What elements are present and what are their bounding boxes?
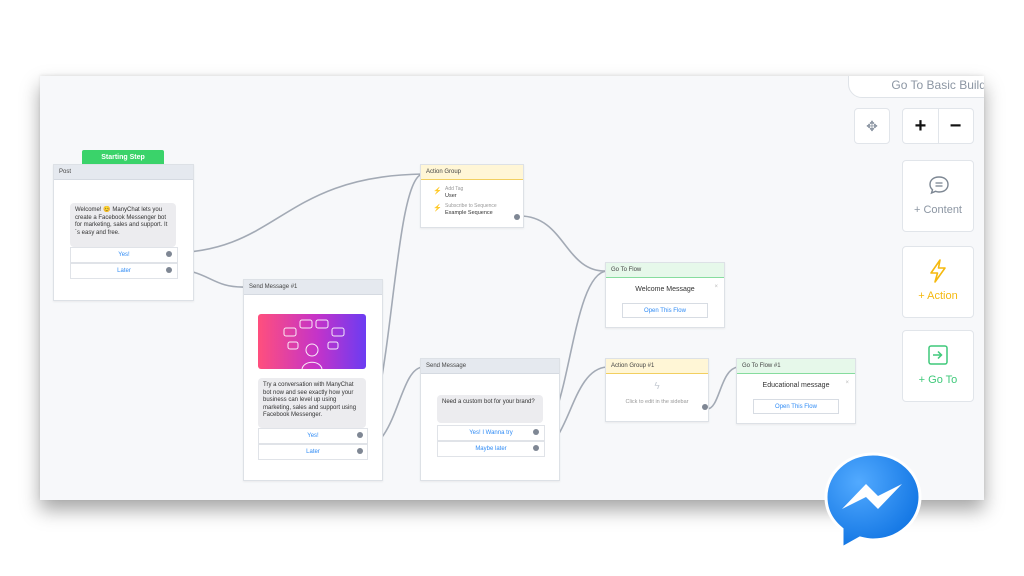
post-message-bubble: Welcome! 😊 ManyChat lets you create a Fa… xyxy=(70,203,176,247)
go-to-basic-builder-button[interactable]: Go To Basic Builder xyxy=(848,76,984,98)
post-yes-connector[interactable] xyxy=(166,251,172,257)
send-message-later-connector[interactable] xyxy=(533,445,539,451)
lightning-icon xyxy=(930,259,946,283)
cursor-mode-button[interactable]: ✥ xyxy=(854,108,890,144)
add-goto-button[interactable]: + Go To xyxy=(902,330,974,402)
starting-step-badge: Starting Step xyxy=(82,150,164,164)
action-group-1-connector[interactable] xyxy=(702,404,708,410)
send-message-node[interactable]: Send Message Need a custom bot for your … xyxy=(420,358,560,481)
post-node[interactable]: Post Welcome! 😊 ManyChat lets you create… xyxy=(53,164,194,301)
send-message-1-reply-yes[interactable]: Yes! xyxy=(258,428,368,444)
action-value: Example Sequence xyxy=(445,210,493,216)
add-action-label: + Action xyxy=(918,290,958,302)
action-label: Subscribe to Sequence xyxy=(445,203,497,209)
send-message-bubble: Need a custom bot for your brand? xyxy=(437,395,543,423)
add-content-label: + Content xyxy=(913,204,962,216)
action-group-1-node[interactable]: Action Group #1 ϟ Click to edit in the s… xyxy=(605,358,709,422)
sequence-icon: ⚡ xyxy=(433,205,442,212)
messenger-logo-icon xyxy=(824,452,922,551)
goto-icon xyxy=(928,345,948,365)
action-group-header: Action Group xyxy=(421,165,523,180)
send-message-1-node[interactable]: Send Message #1 Try a conversation with … xyxy=(243,279,383,481)
cursor-icon: ✥ xyxy=(866,117,878,134)
send-message-header: Send Message xyxy=(421,359,559,374)
zoom-controls: + − xyxy=(902,108,974,144)
open-this-flow-button[interactable]: Open This Flow xyxy=(622,303,708,318)
add-goto-label: + Go To xyxy=(918,374,958,386)
go-to-flow-1-node[interactable]: Go To Flow #1 Educational message × Open… xyxy=(736,358,856,424)
post-later-connector[interactable] xyxy=(166,267,172,273)
post-quick-reply-later[interactable]: Later xyxy=(70,263,178,279)
action-group-1-header: Action Group #1 xyxy=(606,359,708,374)
flow-canvas[interactable]: Go To Basic Builder Starting Step Post W… xyxy=(40,76,984,500)
action-group-node[interactable]: Action Group ⚡ Add Tag User ⚡ Subscribe … xyxy=(420,164,524,228)
go-to-flow-1-header: Go To Flow #1 xyxy=(737,359,855,374)
action-label: Add Tag xyxy=(445,186,464,192)
lightning-icon: ϟ xyxy=(654,381,660,392)
action-group-connector[interactable] xyxy=(514,214,520,220)
send-message-1-image xyxy=(258,314,366,370)
zoom-in-button[interactable]: + xyxy=(903,109,939,143)
post-quick-reply-yes[interactable]: Yes! xyxy=(70,247,178,263)
message-icon xyxy=(929,176,949,195)
send-message-yes-connector[interactable] xyxy=(533,429,539,435)
close-icon[interactable]: × xyxy=(845,380,849,386)
wire-post-yes-to-action-group xyxy=(167,173,424,254)
wire-action-group-to-go-to-flow xyxy=(519,215,608,272)
go-to-flow-1-title: Educational message xyxy=(762,382,830,389)
zoom-out-button[interactable]: − xyxy=(949,114,962,137)
post-node-header: Post xyxy=(54,165,193,180)
people-chat-illustration-icon xyxy=(283,319,345,370)
send-message-1-reply-later[interactable]: Later xyxy=(258,444,368,460)
send-message-1-yes-connector[interactable] xyxy=(357,432,363,438)
open-this-flow-button[interactable]: Open This Flow xyxy=(753,399,839,414)
tag-icon: ⚡ xyxy=(433,188,442,195)
action-group-1-hint: Click to edit in the sidebar xyxy=(625,399,689,405)
send-message-reply-later[interactable]: Maybe later xyxy=(437,441,545,457)
add-action-button[interactable]: + Action xyxy=(902,246,974,318)
go-to-flow-node[interactable]: Go To Flow Welcome Message × Open This F… xyxy=(605,262,725,328)
send-message-1-bubble: Try a conversation with ManyChat bot now… xyxy=(258,378,366,428)
send-message-1-later-connector[interactable] xyxy=(357,448,363,454)
send-message-1-header: Send Message #1 xyxy=(244,280,382,295)
action-value: User xyxy=(445,193,457,199)
wire-action-group-1-to-go-to-flow-1 xyxy=(706,366,739,410)
go-to-flow-header: Go To Flow xyxy=(606,263,724,278)
go-to-flow-title: Welcome Message xyxy=(635,286,695,293)
send-message-reply-yes[interactable]: Yes! I Wanna try xyxy=(437,425,545,441)
close-icon[interactable]: × xyxy=(714,284,718,290)
add-content-button[interactable]: + Content xyxy=(902,160,974,232)
